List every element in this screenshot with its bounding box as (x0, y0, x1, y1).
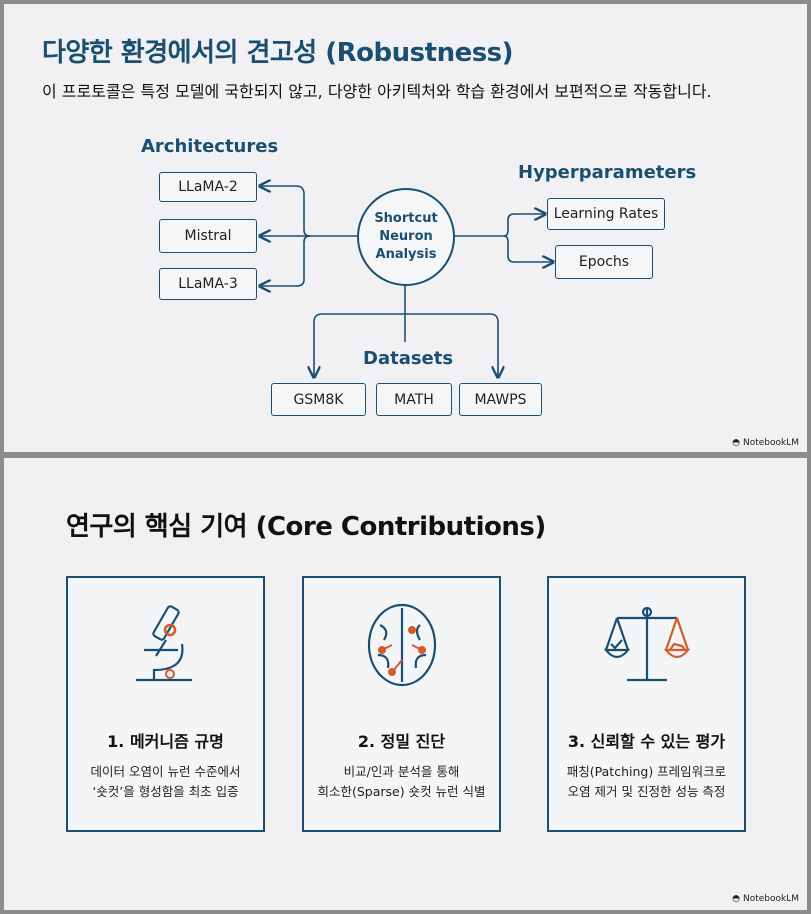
ds-math: MATH (376, 383, 452, 416)
logo-text: NotebookLM (742, 894, 799, 904)
notebooklm-logo: ◓NotebookLM (732, 438, 799, 448)
desc-line: 오염 제거 및 진정한 성능 측정 (567, 784, 726, 799)
desc-line: ‘숏컷’을 형성함을 최초 입증 (92, 784, 239, 799)
arch-mistral: Mistral (159, 219, 257, 253)
scale-icon (603, 606, 690, 682)
logo-text: NotebookLM (742, 438, 799, 448)
ds-gsm8k: GSM8K (271, 383, 366, 416)
slide-contributions: 연구의 핵심 기여 (Core Contributions) 1. 메커니즘 규… (4, 458, 807, 910)
card-title: 2. 정밀 진단 (357, 732, 446, 751)
notebooklm-icon: ◓ (732, 894, 740, 904)
slide-subtitle: 이 프로토콜은 특정 모델에 국한되지 않고, 다양한 아키텍처와 학습 환경에… (42, 82, 712, 101)
desc-line: 데이터 오염이 뉴런 수준에서 (90, 764, 241, 779)
arch-llama3: LLaMA-3 (159, 268, 257, 300)
center-node: Shortcut Neuron Analysis (357, 188, 455, 286)
contribution-card: 1. 메커니즘 규명 데이터 오염이 뉴런 수준에서 ‘숏컷’을 형성함을 최초 … (66, 576, 265, 832)
hp-epochs: Epochs (555, 245, 653, 279)
hyperparameters-label: Hyperparameters (518, 162, 697, 183)
slide-title: 연구의 핵심 기여 (Core Contributions) (66, 512, 546, 542)
microscope-icon (135, 605, 192, 682)
connector-arrows (4, 4, 807, 452)
card-description: 데이터 오염이 뉴런 수준에서 ‘숏컷’을 형성함을 최초 입증 (68, 762, 263, 802)
architectures-label: Architectures (141, 136, 279, 157)
card-title: 1. 메커니즘 규명 (107, 732, 224, 751)
slide-title: 다양한 환경에서의 견고성 (Robustness) (42, 38, 514, 68)
ds-mawps: MAWPS (459, 383, 542, 416)
card-title: 3. 신뢰할 수 있는 평가 (567, 732, 726, 751)
arch-llama2: LLaMA-2 (159, 172, 257, 202)
notebooklm-icon: ◓ (732, 438, 740, 448)
slide-robustness: 다양한 환경에서의 견고성 (Robustness) 이 프로토콜은 특정 모델… (4, 4, 807, 452)
hp-learning-rates: Learning Rates (547, 198, 665, 230)
notebooklm-logo: ◓NotebookLM (732, 894, 799, 904)
desc-line: 비교/인과 분석을 통해 (343, 764, 460, 779)
desc-line: 희소한(Sparse) 숏컷 뉴런 식별 (317, 784, 486, 799)
datasets-label: Datasets (363, 348, 454, 369)
brain-icon (367, 603, 436, 687)
desc-line: 패칭(Patching) 프레임워크로 (566, 764, 727, 779)
